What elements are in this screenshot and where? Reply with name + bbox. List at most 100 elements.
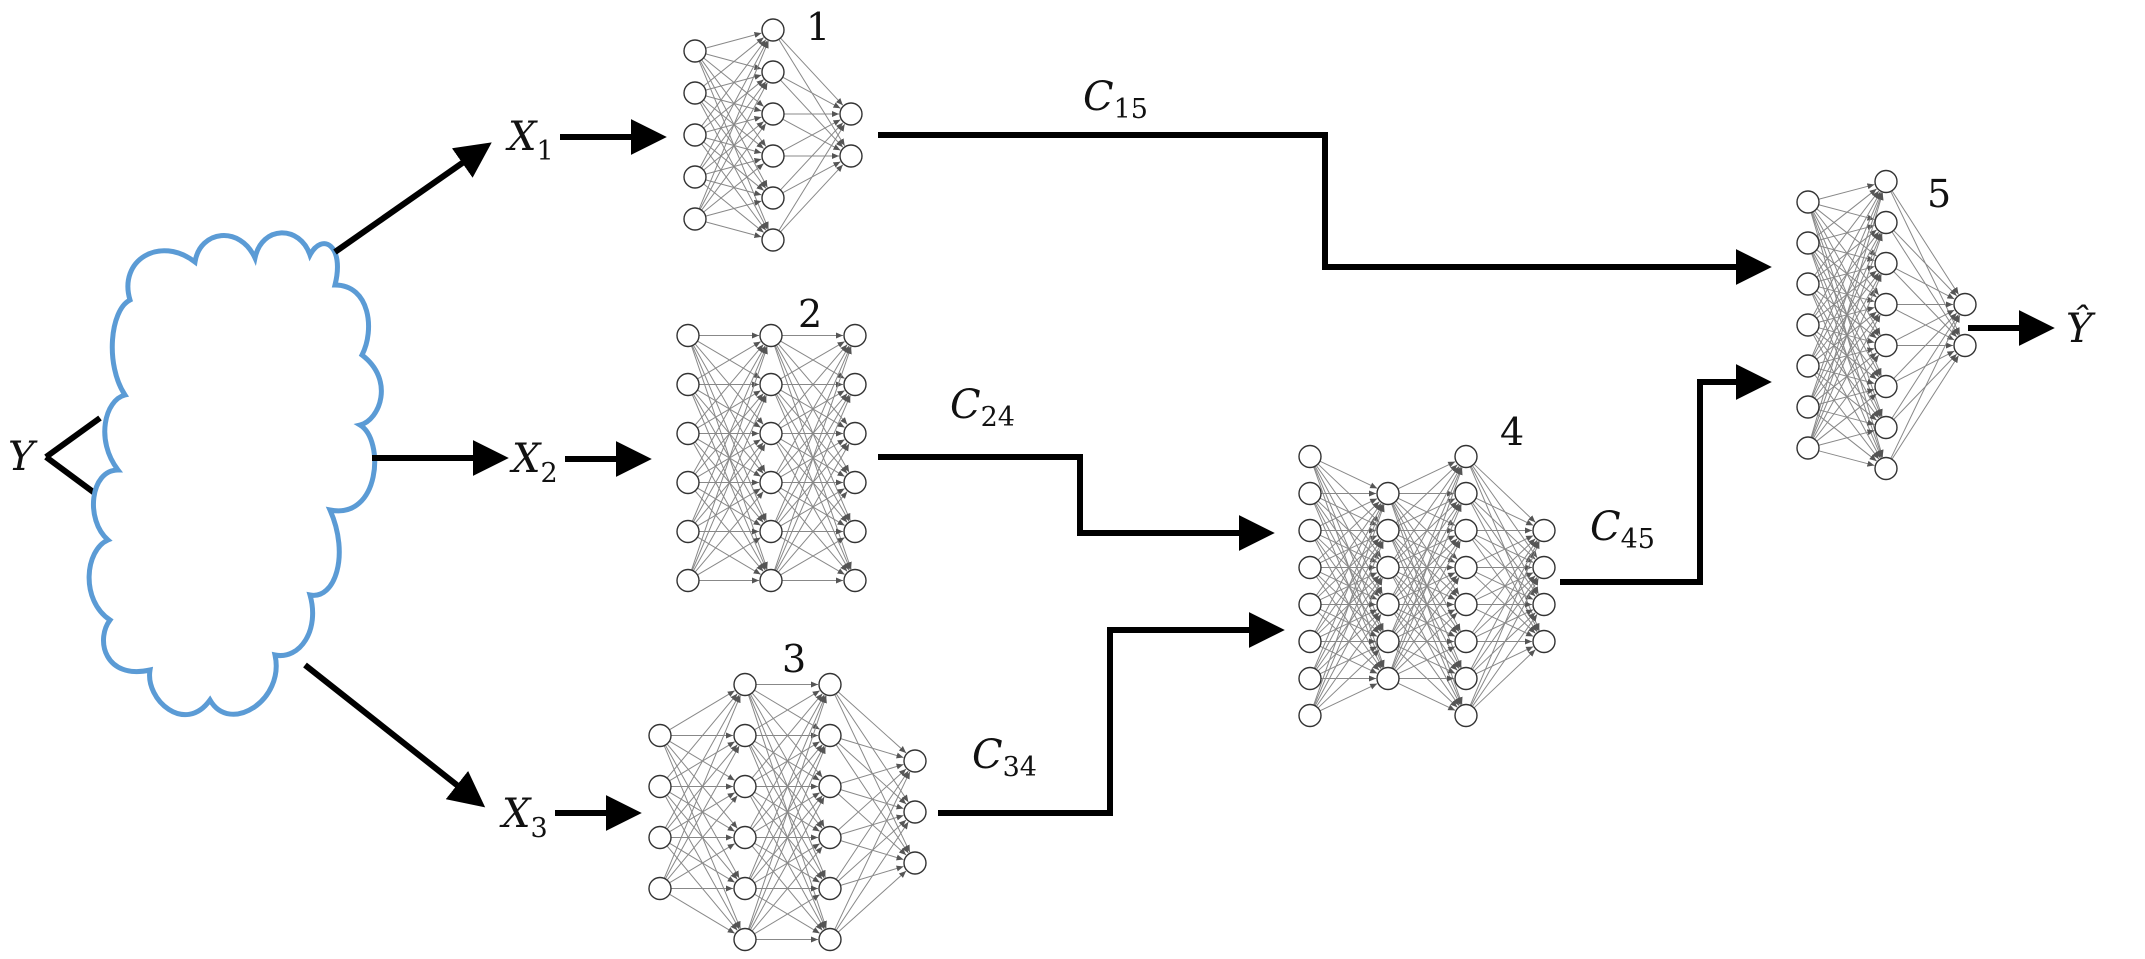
network-edge: [1816, 393, 1877, 442]
network-5-node: [1953, 292, 1977, 317]
network-edge: [1470, 577, 1539, 707]
network-edge: [1397, 646, 1456, 675]
network-5-edges: [1810, 183, 1961, 467]
network-edge: [1895, 309, 1955, 341]
network-edge: [1818, 429, 1875, 446]
network-edge: [1811, 274, 1882, 439]
network-edge: [694, 344, 764, 426]
network-3-node: [733, 825, 757, 850]
view-label-x2: X2: [509, 436, 558, 489]
network-edge: [1810, 192, 1884, 438]
network-1-label: 1: [806, 5, 830, 49]
network-4-node: [1532, 518, 1556, 543]
network-3-node: [733, 774, 757, 799]
network-2-node: [843, 372, 867, 397]
network-edge: [669, 690, 735, 731]
network-edge: [1315, 614, 1382, 707]
network-1-edges: [698, 32, 846, 238]
network-edge: [749, 694, 825, 829]
network-1-node: [683, 207, 707, 231]
network-edge: [1314, 577, 1383, 707]
network-3-node: [818, 723, 842, 748]
network-4-node: [1298, 592, 1322, 617]
network-edge: [748, 746, 826, 930]
input-y-base: Y: [8, 434, 38, 480]
network-3-node: [733, 723, 757, 748]
network-4: [1298, 444, 1556, 728]
network-edge: [705, 221, 762, 238]
network-edge: [1814, 190, 1880, 276]
network-4-edges: [1313, 460, 1540, 712]
network-2-node: [759, 470, 783, 495]
network-edge: [1814, 354, 1880, 440]
view-x2-base: X: [509, 436, 542, 482]
network-edge: [692, 443, 766, 572]
network-4-node: [1454, 555, 1478, 580]
network-4-node: [1454, 481, 1478, 506]
network-3-node: [818, 825, 842, 850]
network-edge: [1391, 504, 1462, 669]
network-1-node: [761, 228, 785, 252]
network-5-node: [1874, 374, 1898, 399]
network-1-node: [761, 18, 785, 42]
view-label-x3: X3: [499, 791, 548, 844]
network-2-node: [843, 421, 867, 446]
network-edge: [699, 40, 768, 168]
network-edge: [1313, 504, 1385, 706]
network-edge: [701, 123, 767, 211]
network-edge: [748, 695, 827, 930]
network-2-node: [843, 470, 867, 495]
network-edge: [1811, 192, 1882, 357]
c45-sub: 45: [1621, 524, 1655, 555]
network-3-node: [648, 774, 672, 799]
network-4-node: [1454, 703, 1478, 728]
network-edge: [1391, 467, 1462, 632]
network-3-node: [648, 876, 672, 901]
network-4-node: [1298, 518, 1322, 543]
network-3-node: [648, 825, 672, 850]
network-edge: [1895, 268, 1955, 300]
network-edge: [840, 763, 904, 784]
network-edge: [1393, 466, 1460, 559]
network-5-node: [1874, 292, 1898, 317]
connection-c34-label: C34: [972, 732, 1037, 783]
network-edge: [782, 76, 841, 109]
network-2-node: [676, 421, 700, 446]
network-5-node: [1874, 333, 1898, 358]
network-edge: [1319, 683, 1378, 712]
network-edge: [666, 693, 738, 779]
network-edge: [1393, 577, 1460, 670]
network-edge: [1397, 461, 1456, 490]
network-edge: [701, 39, 767, 127]
network-2-node: [759, 421, 783, 446]
connection-c24-label: C24: [950, 382, 1015, 433]
network-3: [648, 672, 927, 952]
network-2-node: [759, 323, 783, 348]
network-4-node: [1532, 592, 1556, 617]
network-4-node: [1376, 555, 1400, 580]
network-edge: [751, 846, 823, 932]
output-yhat-base: Ŷ: [2066, 305, 2096, 352]
network-edge: [664, 694, 740, 829]
network-edge: [703, 37, 764, 87]
network-edge: [835, 770, 909, 880]
network-edge: [1469, 541, 1540, 706]
network-3-node: [818, 876, 842, 901]
network-edge: [1395, 612, 1458, 672]
network-4-node: [1454, 629, 1478, 654]
network-5-node: [1796, 395, 1820, 419]
network-edge: [1890, 315, 1961, 459]
network-edge: [703, 163, 764, 213]
network-edge: [837, 768, 907, 831]
network-5: [1796, 169, 1977, 481]
network-2-node: [843, 323, 867, 348]
network-edge: [1313, 504, 1384, 669]
network-edge: [1317, 501, 1380, 561]
network-5-node: [1796, 436, 1820, 460]
network-1: [683, 18, 863, 252]
network-4-node: [1376, 481, 1400, 506]
network-edge: [780, 537, 845, 576]
network-edge: [754, 894, 820, 935]
network-edge: [776, 345, 850, 474]
